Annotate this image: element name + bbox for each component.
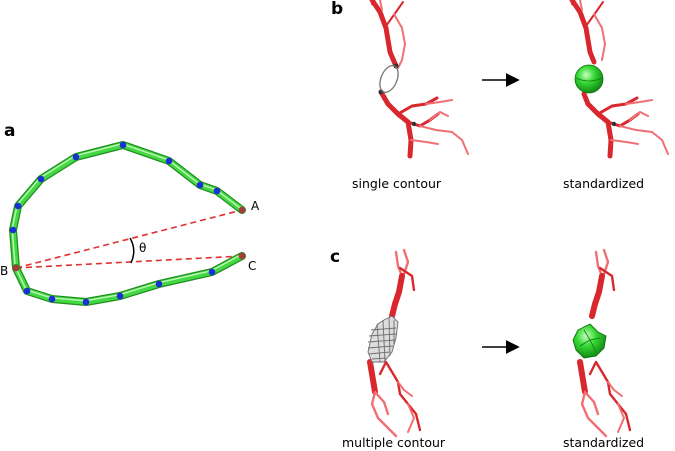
node-point (9, 226, 17, 234)
vessel-c-left (367, 248, 422, 438)
panel-b: b (331, 0, 669, 191)
node-point (82, 298, 90, 306)
caption-standardized-b: standardized (563, 176, 644, 191)
node-point (48, 295, 56, 303)
junction-dot (411, 121, 417, 127)
panel-a-label: a (4, 121, 15, 141)
node-point (23, 287, 31, 295)
node-point (14, 202, 22, 210)
panel-b-label: b (331, 0, 343, 19)
caption-multiple-contour: multiple contour (342, 435, 446, 450)
angle-arc (129, 237, 135, 264)
node-point (196, 181, 204, 189)
node-A (238, 206, 246, 214)
node-point (37, 175, 45, 183)
junction-dot (611, 121, 617, 127)
panel-c: c (330, 247, 644, 450)
caption-single-contour: single contour (352, 176, 442, 191)
single-contour-outline (379, 65, 399, 93)
standardized-blob (572, 323, 607, 359)
angle-theta-label: θ (139, 241, 146, 255)
panel-a: a θ (0, 121, 260, 306)
multiple-contour-mesh (367, 315, 399, 363)
panel-c-label: c (330, 247, 340, 267)
centerline-nodes (9, 141, 221, 306)
node-point (213, 187, 221, 195)
vessel-b-right (569, 0, 669, 159)
node-B (12, 264, 20, 272)
blob-facets (579, 329, 601, 353)
caption-standardized-c: standardized (563, 435, 644, 450)
sphere-band (575, 77, 603, 82)
node-point (116, 292, 124, 300)
node-point (208, 268, 216, 276)
vessel-c-right (572, 248, 632, 438)
standardized-sphere (574, 64, 604, 94)
node-point (72, 153, 80, 161)
dashed-line-BC (15, 255, 243, 269)
node-point (155, 280, 163, 288)
point-label-A: A (251, 199, 260, 213)
point-label-B: B (0, 264, 8, 278)
node-point (119, 141, 127, 149)
vessel-b-left (369, 0, 469, 159)
contour-endpoint-top (393, 63, 399, 69)
node-C (238, 252, 246, 260)
dashed-line-BA (15, 209, 243, 269)
green-tube-lower (12, 252, 246, 306)
point-label-C: C (248, 259, 256, 273)
node-point (165, 157, 173, 165)
green-tube-upper (9, 141, 246, 272)
